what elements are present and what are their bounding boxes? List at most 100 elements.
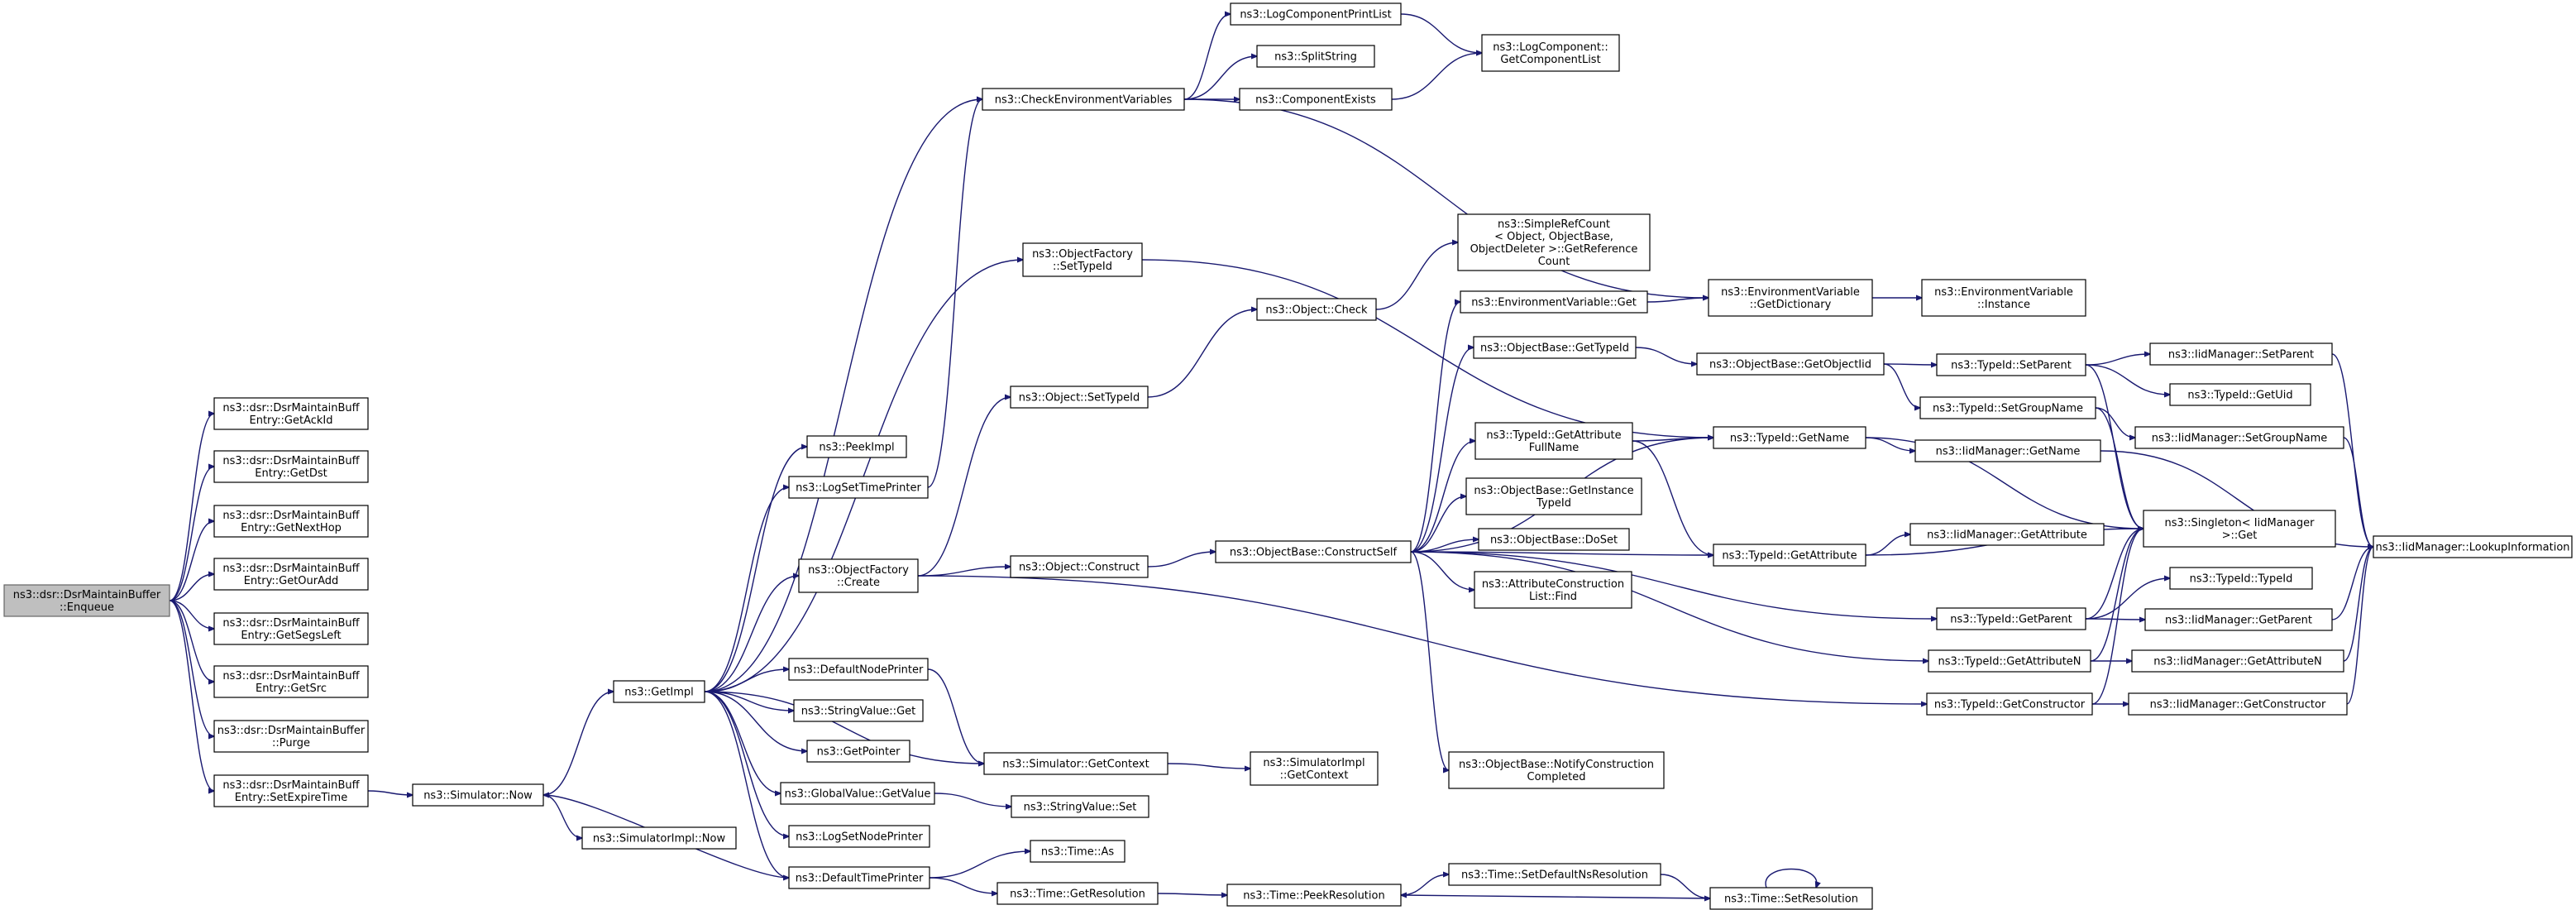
node-box (213, 558, 369, 591)
node-tidtypeid[interactable]: ns3::TypeId::TypeId (2169, 567, 2313, 590)
node-enqueue[interactable]: ns3::dsr::DsrMaintainBuffer::Enqueue (3, 584, 170, 617)
edge-obgetobjectiid-to-tidsetparent (1883, 364, 1937, 365)
node-simgetcontext[interactable]: ns3::Simulator::GetContext (983, 752, 1169, 775)
node-simplerefcount[interactable]: ns3::SimpleRefCount< Object, ObjectBase,… (1457, 213, 1651, 271)
edge-iidsetparent-to-iidlookupinfo (2331, 353, 2373, 547)
node-getnexthop[interactable]: ns3::dsr::DsrMaintainBuffEntry::GetNextH… (213, 505, 369, 538)
edge-tidgetattrfullname-to-tidgetname (1632, 438, 1713, 442)
node-getimpl[interactable]: ns3::GetImpl (613, 680, 705, 703)
node-timepeekres[interactable]: ns3::Time::PeekResolution (1226, 884, 1402, 907)
node-label: ns3::ComponentExists (1255, 94, 1376, 107)
node-envvargetdict[interactable]: ns3::EnvironmentVariable::GetDictionary (1708, 279, 1873, 317)
node-label: ns3::TypeId::SetGroupName (1933, 403, 2083, 415)
edge-obgetobjectiid-to-tidsetgroupname (1883, 363, 1920, 408)
node-box (1936, 607, 2086, 630)
node-iidgetconstructor[interactable]: ns3::IidManager::GetConstructor (2128, 692, 2348, 716)
node-tidsetgroupname[interactable]: ns3::TypeId::SetGroupName (1919, 396, 2096, 419)
edge-tidgetparent-to-tidtypeid (2085, 578, 2170, 620)
node-obgettypeid[interactable]: ns3::ObjectBase::GetTypeId (1473, 336, 1637, 359)
node-box (1465, 477, 1642, 515)
node-stringvalueset[interactable]: ns3::StringValue::Set (1011, 795, 1149, 818)
node-label: ns3::ObjectBase::NotifyConstruction (1459, 759, 1654, 771)
node-label: Entry::GetSrc (256, 682, 327, 695)
node-tidsetparent[interactable]: ns3::TypeId::SetParent (1936, 353, 2086, 376)
node-box (1709, 887, 1873, 910)
node-simimplgetcontext[interactable]: ns3::SimulatorImpl::GetContext (1250, 751, 1379, 786)
node-label: ns3::IidManager::GetAttribute (1927, 529, 2087, 542)
node-globalvaluegetvalue[interactable]: ns3::GlobalValue::GetValue (780, 782, 935, 805)
node-label: < Object, ObjectBase, (1494, 231, 1613, 243)
node-tidgetattribute[interactable]: ns3::TypeId::GetAttribute (1713, 544, 1866, 567)
node-getouradd[interactable]: ns3::dsr::DsrMaintainBuffEntry::GetOurAd… (213, 558, 369, 591)
node-iidgetname[interactable]: ns3::IidManager::GetName (1914, 439, 2101, 462)
node-objsettypeid[interactable]: ns3::Object::SetTypeId (1010, 386, 1149, 409)
node-timesetres[interactable]: ns3::Time::SetResolution (1709, 887, 1873, 910)
node-label: ns3::TypeId::GetParent (1950, 614, 2072, 626)
node-splitstring[interactable]: ns3::SplitString (1256, 45, 1375, 68)
node-obnotifyconstruction[interactable]: ns3::ObjectBase::NotifyConstructionCompl… (1448, 751, 1665, 789)
node-label: ns3::dsr::DsrMaintainBuff (222, 670, 360, 682)
node-stringvalueget[interactable]: ns3::StringValue::Get (793, 699, 924, 722)
node-purge[interactable]: ns3::dsr::DsrMaintainBuffer::Purge (213, 720, 369, 753)
node-timeas[interactable]: ns3::Time::As (1030, 840, 1126, 863)
node-defaultnodeprinter[interactable]: ns3::DefaultNodePrinter (788, 658, 929, 681)
node-defaulttimeprinter[interactable]: ns3::DefaultTimePrinter (788, 866, 930, 889)
node-logsettimeprinter[interactable]: ns3::LogSetTimePrinter (788, 476, 929, 499)
node-envvarget[interactable]: ns3::EnvironmentVariable::Get (1460, 290, 1648, 314)
node-simimplnow[interactable]: ns3::SimulatorImpl::Now (581, 826, 737, 850)
node-tidgetname[interactable]: ns3::TypeId::GetName (1713, 426, 1866, 449)
node-componentexists[interactable]: ns3::ComponentExists (1239, 88, 1393, 111)
node-label: ns3::GlobalValue::GetValue (785, 788, 931, 801)
node-iidsetgroupname[interactable]: ns3::IidManager::SetGroupName (2134, 426, 2344, 449)
node-obdoset[interactable]: ns3::ObjectBase::DoSet (1478, 528, 1630, 551)
node-logsetnodeprinter[interactable]: ns3::LogSetNodePrinter (788, 825, 930, 848)
node-peekimpl[interactable]: ns3::PeekImpl (806, 435, 907, 458)
node-label: Entry::GetDst (255, 467, 327, 480)
node-singletonget[interactable]: ns3::Singleton< IidManager >::Get (2143, 510, 2336, 548)
node-simnow[interactable]: ns3::Simulator::Now (412, 783, 544, 807)
node-setexpiretime[interactable]: ns3::dsr::DsrMaintainBuffEntry::SetExpir… (213, 774, 369, 807)
node-label: ns3::AttributeConstruction (1482, 578, 1624, 591)
node-checkenv[interactable]: ns3::CheckEnvironmentVariables (982, 88, 1185, 111)
node-label: Entry::GetSegsLeft (241, 630, 341, 642)
node-box (581, 826, 737, 850)
node-box (1921, 279, 2086, 317)
node-logcompprintlist[interactable]: ns3::LogComponentPrintList (1230, 2, 1402, 26)
node-obconstructself[interactable]: ns3::ObjectBase::ConstructSelf (1215, 540, 1412, 563)
edge-obconstructself-to-tidgetattribute (1410, 551, 1713, 555)
node-tidgetparent[interactable]: ns3::TypeId::GetParent (1936, 607, 2086, 630)
edge-setexpiretime-to-simnow (367, 790, 413, 795)
edge-checkenv-to-splitstring (1183, 56, 1257, 100)
node-ofsettypeid[interactable]: ns3::ObjectFactory::SetTypeId (1022, 242, 1143, 277)
node-obgetobjectiid[interactable]: ns3::ObjectBase::GetObjectIid (1696, 352, 1885, 376)
node-logcompgetlist[interactable]: ns3::LogComponent::GetComponentList (1481, 34, 1620, 72)
node-timesetdefaultnsres[interactable]: ns3::Time::SetDefaultNsResolution (1448, 863, 1661, 886)
node-tidgetconstructor[interactable]: ns3::TypeId::GetConstructor (1926, 692, 2093, 716)
node-iidgetattribute[interactable]: ns3::IidManager::GetAttribute (1909, 523, 2105, 546)
node-getpointer[interactable]: ns3::GetPointer (806, 740, 910, 763)
node-label: ns3::TypeId::GetAttribute (1722, 550, 1857, 563)
node-tidgetattributen[interactable]: ns3::TypeId::GetAttributeN (1928, 649, 2091, 673)
node-objcheck[interactable]: ns3::Object::Check (1256, 298, 1377, 321)
node-tidgetuid[interactable]: ns3::TypeId::GetUid (2169, 383, 2311, 406)
node-box (2128, 692, 2348, 716)
node-iidgetattributen[interactable]: ns3::IidManager::GetAttributeN (2131, 649, 2344, 673)
edge-tidgetparent-to-singletonget (2085, 529, 2143, 620)
node-iidgetparent[interactable]: ns3::IidManager::GetParent (2144, 608, 2333, 631)
node-timegetres[interactable]: ns3::Time::GetResolution (996, 882, 1159, 905)
node-label: ::Create (837, 577, 880, 589)
node-iidsetparent[interactable]: ns3::IidManager::SetParent (2149, 342, 2333, 366)
node-objconstruct[interactable]: ns3::Object::Construct (1010, 555, 1149, 578)
node-getsegsleft[interactable]: ns3::dsr::DsrMaintainBuffEntry::GetSegsL… (213, 612, 369, 645)
node-label: ns3::ObjectFactory (808, 564, 909, 577)
node-iidlookupinfo[interactable]: ns3::IidManager::LookupInformation (2373, 535, 2573, 558)
node-envvarinstance[interactable]: ns3::EnvironmentVariable::Instance (1921, 279, 2086, 317)
node-ofcreate[interactable]: ns3::ObjectFactory::Create (798, 558, 919, 593)
node-box (1215, 540, 1412, 563)
